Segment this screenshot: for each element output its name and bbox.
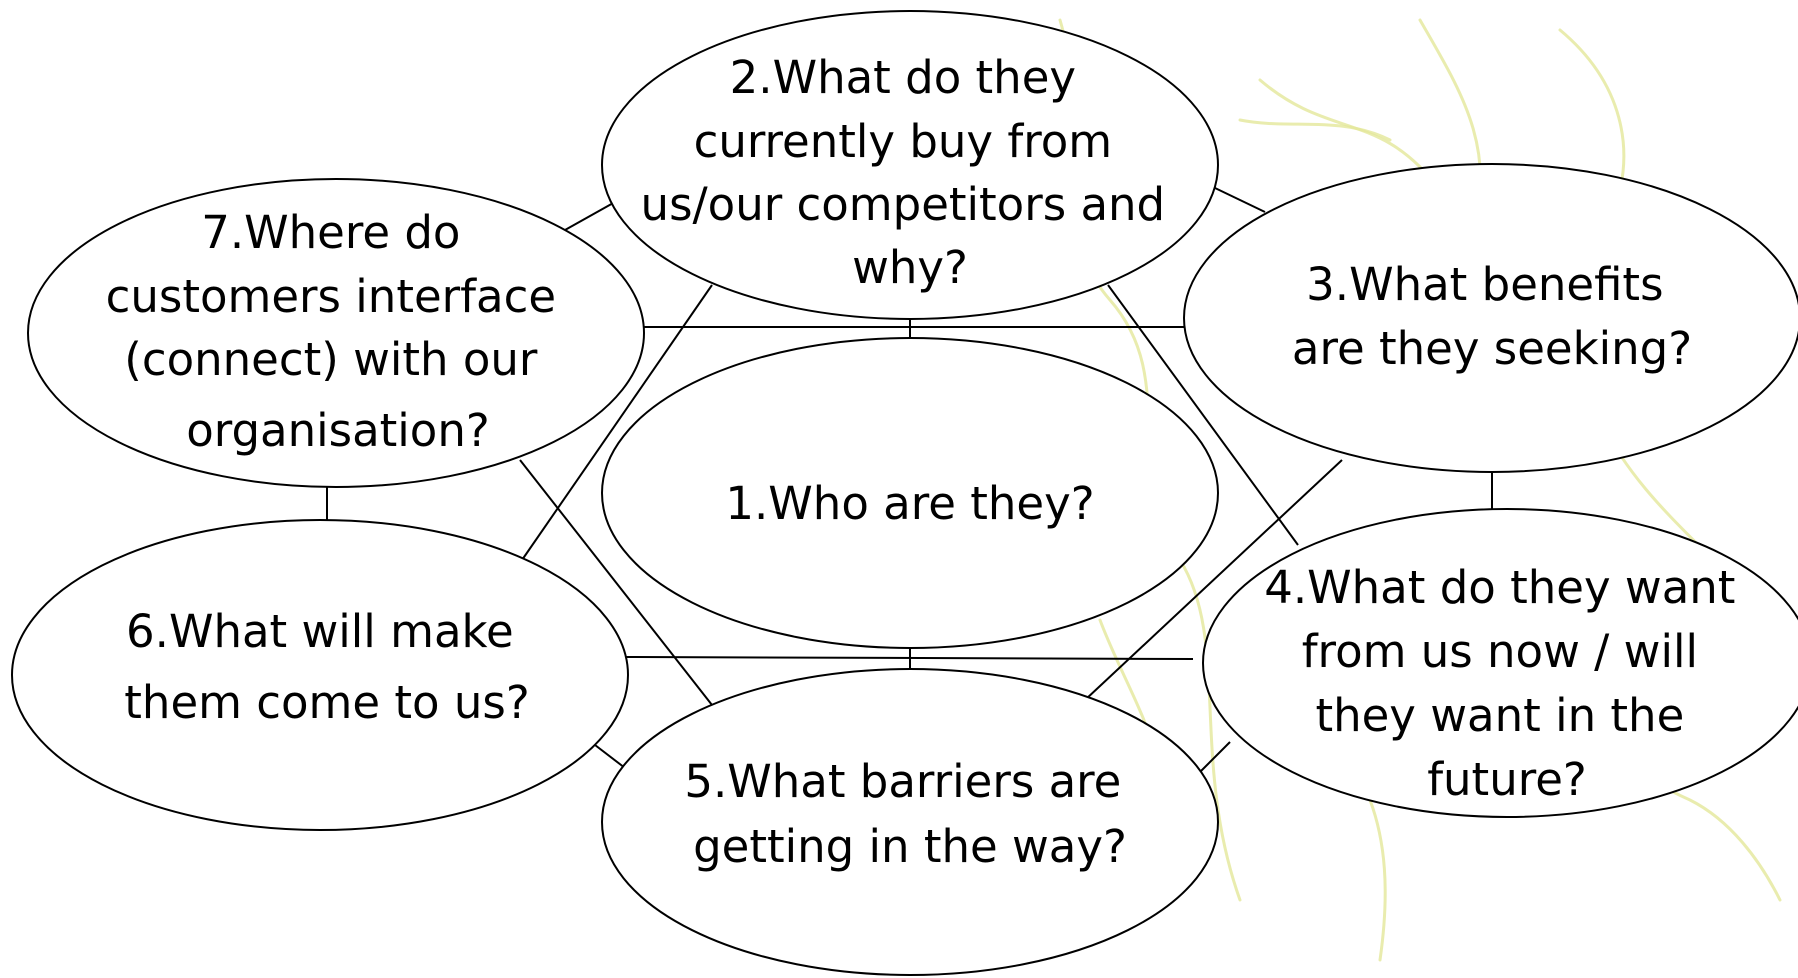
node-interface-text: 7.Where do customers interface (connect)… [106, 206, 571, 457]
node-buy-line: us/our competitors and [641, 178, 1166, 231]
connector-bottom-horizontal [623, 656, 1194, 660]
node-attraction-text: 6.What will make them come to us? [124, 605, 529, 729]
connector-n2-n4-diagonal [1107, 284, 1299, 546]
node-who-line: 1.Who are they? [725, 477, 1094, 530]
node-interface-line: 7.Where do [201, 206, 460, 259]
connector-n6-n5 [594, 744, 626, 769]
node-barriers-line: getting in the way? [693, 820, 1127, 873]
node-attraction-line: them come to us? [124, 676, 529, 729]
node-benefits-line: 3.What benefits [1306, 258, 1663, 311]
node-buy-ellipse [601, 10, 1219, 320]
node-who-text: 1.Who are they? [725, 477, 1094, 530]
node-future-wants-line: future? [1427, 753, 1587, 806]
node-interface-line: customers interface [106, 270, 556, 323]
node-benefits-line: are they seeking? [1292, 322, 1692, 375]
node-attraction-line: 6.What will make [126, 605, 514, 658]
node-future-wants-ellipse [1202, 508, 1798, 818]
node-future-wants-text: 4.What do they want from us now / will t… [1264, 561, 1750, 806]
node-future-wants-line: 4.What do they want [1264, 561, 1735, 614]
node-barriers-text: 5.What barriers are getting in the way? [684, 755, 1135, 873]
node-future-wants-line: they want in the [1315, 689, 1684, 742]
node-benefits-ellipse [1183, 163, 1798, 473]
connector-n2-n3 [1214, 187, 1266, 213]
connectors [326, 187, 1493, 773]
node-interface-line: (connect) with our [124, 333, 538, 386]
node-attraction-ellipse [11, 519, 629, 831]
node-labels: 1.Who are they? 2.What do they currently… [106, 51, 1750, 873]
connector-n5-n4 [1199, 741, 1231, 773]
node-shapes [11, 10, 1798, 976]
connector-n7-n2 [564, 201, 616, 231]
node-who-ellipse [601, 337, 1219, 649]
connector-n2-n6-diagonal [521, 284, 713, 561]
node-future-wants-line: from us now / will [1302, 625, 1698, 678]
node-buy-line: 2.What do they [730, 51, 1076, 104]
node-barriers-line: 5.What barriers are [684, 755, 1121, 808]
node-buy-line: currently buy from [694, 115, 1113, 168]
connector-n3-n5-diagonal [1084, 459, 1343, 701]
node-benefits-text: 3.What benefits are they seeking? [1292, 258, 1692, 375]
node-interface-line: organisation? [186, 404, 490, 457]
node-buy-line: why? [852, 241, 968, 294]
connector-n7-n5-diagonal [519, 459, 713, 706]
node-interface-ellipse [27, 178, 645, 488]
node-buy-text: 2.What do they currently buy from us/our… [641, 51, 1180, 294]
node-barriers-ellipse [601, 668, 1219, 976]
